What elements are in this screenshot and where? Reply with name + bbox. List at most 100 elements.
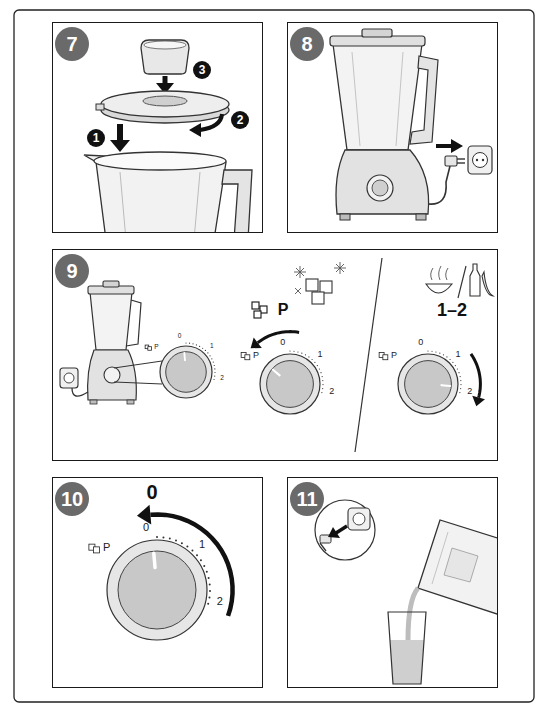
drinking-glass	[388, 612, 426, 684]
control-dial	[208, 577, 210, 579]
blender	[367, 175, 393, 201]
blender	[410, 56, 438, 144]
blender-jar	[120, 172, 126, 232]
unplug-icon	[315, 500, 375, 560]
control-dial	[258, 332, 299, 343]
control-dial	[260, 354, 320, 414]
control-dial	[441, 384, 450, 387]
power-cord	[457, 162, 465, 163]
heading-ice-icon	[252, 302, 267, 318]
control-dial	[93, 547, 99, 553]
step-panel: 11	[287, 477, 498, 688]
dial-mark: 0	[418, 338, 423, 347]
control-dial	[460, 376, 461, 377]
control-dial	[192, 343, 193, 344]
callout-number: 1	[87, 129, 105, 147]
control-dial	[383, 355, 388, 360]
control-dial	[200, 559, 202, 561]
food-icons	[470, 264, 480, 296]
step-panel: 7	[52, 22, 263, 233]
control-dial	[196, 344, 197, 345]
small-blender	[127, 400, 134, 404]
control-dial	[207, 352, 208, 353]
control-dial	[314, 362, 315, 363]
dial-mark: 0	[178, 333, 182, 340]
unplug-icon	[320, 543, 326, 551]
control-dial	[322, 384, 323, 385]
dial-mark: P	[253, 351, 259, 360]
outer-frame	[14, 10, 534, 702]
wall-socket	[468, 146, 492, 174]
drinking-glass	[390, 640, 424, 684]
ice-icon	[320, 281, 332, 293]
turn-arrow	[189, 114, 222, 137]
dial-mark: 1	[210, 343, 214, 350]
dial-mark: 1	[455, 350, 460, 359]
dial-mark: 2	[467, 387, 472, 396]
control-dial	[118, 551, 196, 629]
setting-heading: P	[278, 302, 289, 318]
control-dial	[214, 368, 215, 369]
step-number: 9	[55, 254, 89, 288]
jar-lid	[101, 91, 229, 117]
place-arrow	[110, 124, 130, 152]
step-panel: 10	[52, 477, 263, 688]
unplug-icon	[315, 500, 375, 560]
control-dial	[206, 571, 208, 573]
turn-arrow	[189, 123, 201, 137]
small-socket	[60, 368, 78, 388]
dial-mark: P	[391, 351, 397, 360]
control-dial	[251, 338, 262, 349]
blender-jar	[194, 172, 200, 232]
blender-jar	[84, 152, 252, 232]
ice-icon	[312, 292, 324, 304]
heading-ice-icon	[254, 311, 261, 318]
lid-cap	[144, 41, 186, 49]
blender	[330, 29, 438, 220]
control-dial	[202, 348, 203, 349]
control-dial	[241, 332, 323, 414]
small-socket	[60, 368, 88, 396]
control-dial	[293, 351, 294, 352]
pour-stream	[408, 588, 418, 640]
wall-socket	[476, 159, 478, 161]
unplug-icon	[328, 527, 340, 538]
control-dial	[322, 388, 323, 389]
control-dial	[213, 361, 214, 362]
control-dial	[154, 553, 155, 567]
control-dial	[460, 384, 461, 385]
small-blender	[88, 350, 137, 400]
control-dial	[460, 388, 461, 389]
food-icons	[458, 266, 466, 298]
control-dial	[452, 362, 453, 363]
jar-lid	[96, 104, 104, 110]
blender	[372, 180, 388, 196]
control-dial	[185, 342, 186, 343]
wall-socket	[482, 159, 484, 161]
step-number: 10	[55, 482, 89, 516]
control-dial	[459, 392, 460, 393]
pouring-jar	[444, 548, 478, 582]
power-cord	[457, 158, 465, 159]
control-dial	[209, 355, 210, 356]
jar-lid	[143, 96, 187, 106]
plug-in-arrow	[436, 139, 463, 153]
control-dial	[405, 361, 452, 408]
dial-mark: 2	[220, 375, 224, 382]
step-number: 11	[290, 482, 324, 516]
control-dial	[308, 356, 309, 357]
blender	[396, 52, 403, 146]
magnifier-lines	[114, 361, 162, 368]
control-dial	[196, 554, 198, 556]
lid-cap	[141, 40, 189, 74]
ice-icon	[306, 279, 318, 291]
jar-lid	[96, 91, 229, 123]
power-cord	[428, 156, 465, 204]
food-icons	[426, 264, 493, 298]
control-dial	[145, 342, 215, 398]
control-dial	[322, 376, 323, 377]
control-dial	[175, 540, 177, 542]
turn-arrow	[200, 114, 222, 130]
control-dial	[443, 354, 444, 355]
control-dial	[245, 355, 250, 360]
